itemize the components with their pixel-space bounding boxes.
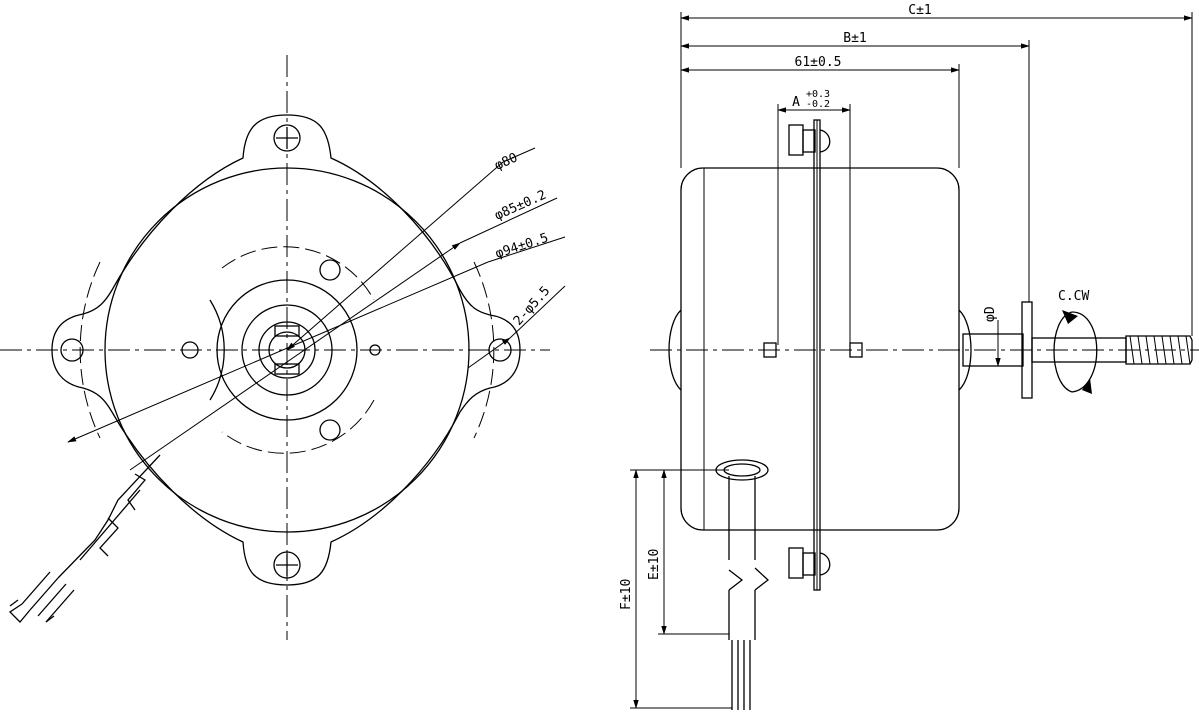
inner-arc-left [209, 299, 225, 401]
shaft-thread [1125, 335, 1193, 365]
label-d80: φ80 [493, 150, 521, 173]
side-screw-bottom [788, 547, 831, 579]
leader-d80-shelf [502, 147, 536, 163]
shaft-base [962, 333, 1024, 367]
side-cable [715, 459, 770, 710]
inner-hole-left [181, 341, 199, 359]
leader-d85 [129, 242, 461, 471]
rotation-arc-back [1053, 311, 1073, 393]
rear-bearing-cap [668, 309, 682, 391]
label-c: C±1 [908, 3, 931, 18]
screw-top [273, 124, 301, 152]
leader-d85-shelf [459, 197, 558, 244]
label-rotation: C.CW [1058, 289, 1089, 304]
inner-arc-lower [221, 399, 375, 454]
rotation-arrow-bottom [1082, 378, 1092, 394]
label-d94: φ94±0.5 [494, 231, 551, 262]
bolt-arc-left [79, 261, 101, 439]
hub-inner-circle [258, 321, 316, 379]
inner-arc-upper [221, 246, 375, 301]
leader-holes [467, 337, 511, 369]
leader-holes-shelf [509, 285, 566, 339]
screw-bottom [273, 551, 301, 579]
shaft-key-bottom [274, 363, 300, 375]
inner-hole-right [369, 344, 381, 356]
label-a: A [792, 95, 800, 110]
mount-hole-left [60, 338, 84, 362]
label-a-minus: -0.2 [806, 99, 830, 110]
mount-hole-right [488, 338, 512, 362]
thread-lines [1129, 335, 1191, 365]
leader-d94-shelf [487, 236, 566, 263]
label-shaft-dia: φD [983, 306, 998, 322]
front-view: φ80 φ85±0.2 φ94±0.5 2-φ5.5 [0, 55, 566, 640]
leader-d80 [286, 161, 504, 351]
front-bearing-cap [958, 309, 972, 391]
mounting-flange-outline [51, 114, 521, 586]
rotation-arc [1071, 311, 1098, 393]
leader-d94 [67, 261, 489, 443]
hub-middle-circle [241, 304, 333, 396]
label-e: E±10 [647, 549, 662, 580]
marker-left [763, 342, 777, 358]
shaft-key-top [274, 325, 300, 337]
housing-circle [104, 167, 470, 533]
label-b: B±1 [843, 31, 866, 46]
marker-right [849, 342, 863, 358]
boss-hole-upper [319, 259, 341, 281]
label-holes: 2-φ5.5 [511, 284, 554, 329]
side-screw-top [788, 124, 831, 156]
rotation-arrow-top [1062, 310, 1078, 324]
side-view: C±1 B±1 61±0.5 A +0.3 -0.2 φD C.CW E±10 … [619, 3, 1199, 710]
label-f: F±10 [619, 579, 634, 610]
label-61: 61±0.5 [795, 55, 842, 70]
label-a-plus: +0.3 [806, 89, 830, 100]
front-cable [8, 454, 161, 623]
boss-hole-lower [319, 419, 341, 441]
hub-outer-circle [216, 279, 358, 421]
